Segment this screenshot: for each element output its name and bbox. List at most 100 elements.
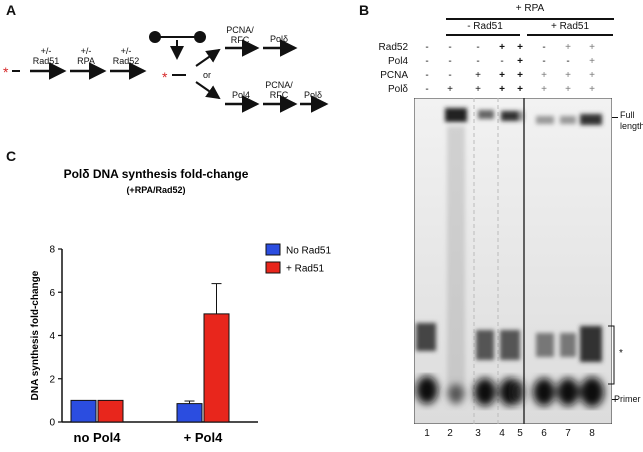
y-axis-label: DNA synthesis fold-change [30, 270, 41, 400]
band-mid-6 [536, 333, 554, 357]
sign-r1-lane2: - [448, 56, 452, 67]
band-mid-8 [580, 326, 602, 362]
panel-c-letter: C [6, 148, 17, 164]
fold-change-chart: Polδ DNA synthesis fold-change (+RPA/Rad5… [30, 167, 331, 445]
sign-r0-lane1: - [425, 42, 429, 53]
intermediate-star-label: * [619, 348, 623, 359]
sign-r3-lane5: + [517, 84, 523, 95]
sign-r3-lane4: + [499, 84, 505, 95]
sign-r1-lane7: - [566, 56, 570, 67]
sign-r3-lane6: + [541, 84, 547, 95]
band-primer-6 [533, 378, 555, 406]
chart-subtitle: (+RPA/Rad52) [126, 185, 185, 195]
bar-1-0 [176, 403, 203, 423]
band-full-7 [560, 116, 576, 124]
y-tick-label-0: 0 [49, 418, 55, 429]
band-primer-3 [474, 378, 496, 406]
y-tick-label-3: 6 [49, 288, 55, 299]
legend-swatch-1 [265, 261, 281, 274]
primer-label: Primer [614, 394, 641, 404]
y-tick-label-1: 2 [49, 374, 55, 385]
band-full-8 [580, 114, 602, 125]
sign-r1-lane3: - [476, 56, 480, 67]
sign-r3-lane7: + [565, 84, 571, 95]
group-plus-rad51-label: + Rad51 [550, 21, 590, 32]
band-full-6 [536, 116, 554, 124]
legend-swatch-0 [265, 243, 281, 256]
sign-r1-lane6: - [542, 56, 546, 67]
rpa-header: + RPA [515, 3, 545, 14]
lane-number-3: 3 [475, 428, 481, 439]
band-full-3 [478, 110, 494, 119]
bar-0-1 [97, 399, 124, 423]
row-label-pcna: PCNA [380, 70, 408, 81]
band-primer-1 [416, 376, 438, 404]
sign-r0-lane4: + [499, 42, 505, 53]
sign-r0-lane7: + [565, 42, 571, 53]
gel-background [414, 98, 612, 424]
row-label-pold: Polδ [387, 84, 408, 95]
lane-number-6: 6 [541, 428, 547, 439]
arrow-branch-bottom [195, 81, 221, 100]
y-tick-label-4: 8 [49, 245, 55, 256]
y-tick-label-2: 4 [49, 331, 55, 342]
sign-r1-lane5: + [517, 56, 523, 67]
x-category-label-1: + Pol4 [184, 430, 223, 445]
bar-0-0 [70, 399, 97, 423]
band-mid-4 [500, 330, 520, 360]
group-minus-rad51-bar [446, 34, 520, 36]
panel-a-letter: A [6, 2, 17, 18]
sign-r1-lane8: + [589, 56, 595, 67]
sign-r3-lane2: + [447, 84, 453, 95]
panel-b-letter: B [359, 2, 370, 18]
step-label-rpa: +/-RPA [77, 46, 95, 66]
band-primer-8 [580, 377, 604, 407]
sign-r0-lane2: - [448, 42, 452, 53]
panel-a-schematic: * * [3, 31, 329, 113]
sign-r2-lane6: + [541, 70, 547, 81]
gel-primer-bands [416, 376, 604, 407]
sign-r3-lane3: + [475, 84, 481, 95]
band-primer-5 [512, 380, 524, 404]
group-plus-rad51-bar [527, 34, 613, 36]
lane-number-8: 8 [589, 428, 595, 439]
sign-r3-lane1: - [425, 84, 429, 95]
row-label-pol4: Pol4 [387, 56, 408, 67]
sign-r2-lane2: - [448, 70, 452, 81]
or-label: or [202, 70, 211, 80]
lane-number-5: 5 [517, 428, 523, 439]
sign-r0-lane3: - [476, 42, 480, 53]
step-label-rad52: +/-Rad52 [112, 46, 140, 66]
chart-title: Polδ DNA synthesis fold-change [64, 167, 249, 181]
intermediate-bracket [608, 325, 615, 385]
branch-bottom-label-pold: Polδ [303, 90, 323, 100]
sign-r2-lane4: + [499, 70, 505, 81]
branch-top-label-pcna: PCNA/RFC [226, 25, 254, 45]
band-primer-2 [448, 384, 464, 404]
group-minus-rad51-label: - Rad51 [467, 21, 503, 32]
arrow-branch-top [195, 48, 221, 67]
sign-r0-lane8: + [589, 42, 595, 53]
step-label-rad51: +/-Rad51 [32, 46, 60, 66]
lane-number-2: 2 [447, 428, 453, 439]
band-full-4 [501, 111, 519, 121]
x-category-label-0: no Pol4 [74, 430, 122, 445]
branch-bottom-label-pol4: Pol4 [231, 90, 250, 100]
bar-1-1 [203, 313, 230, 423]
sign-r0-lane5: + [517, 42, 523, 53]
sign-r2-lane7: + [565, 70, 571, 81]
row-label-rad52: Rad52 [378, 42, 408, 53]
sign-r1-lane1: - [425, 56, 429, 67]
smear-2 [447, 126, 465, 396]
substrate-label-mark: * [3, 64, 9, 80]
band-full-2 [445, 108, 467, 122]
sign-r1-lane4: - [500, 56, 504, 67]
sign-r2-lane1: - [425, 70, 429, 81]
full-length-tick [612, 117, 618, 118]
lane-number-7: 7 [565, 428, 571, 439]
lane-number-4: 4 [499, 428, 505, 439]
band-mid-3 [476, 330, 494, 360]
annealed-label-mark: * [162, 69, 168, 85]
legend-label-0: No Rad51 [286, 246, 331, 257]
legend-label-1: + Rad51 [286, 264, 325, 275]
